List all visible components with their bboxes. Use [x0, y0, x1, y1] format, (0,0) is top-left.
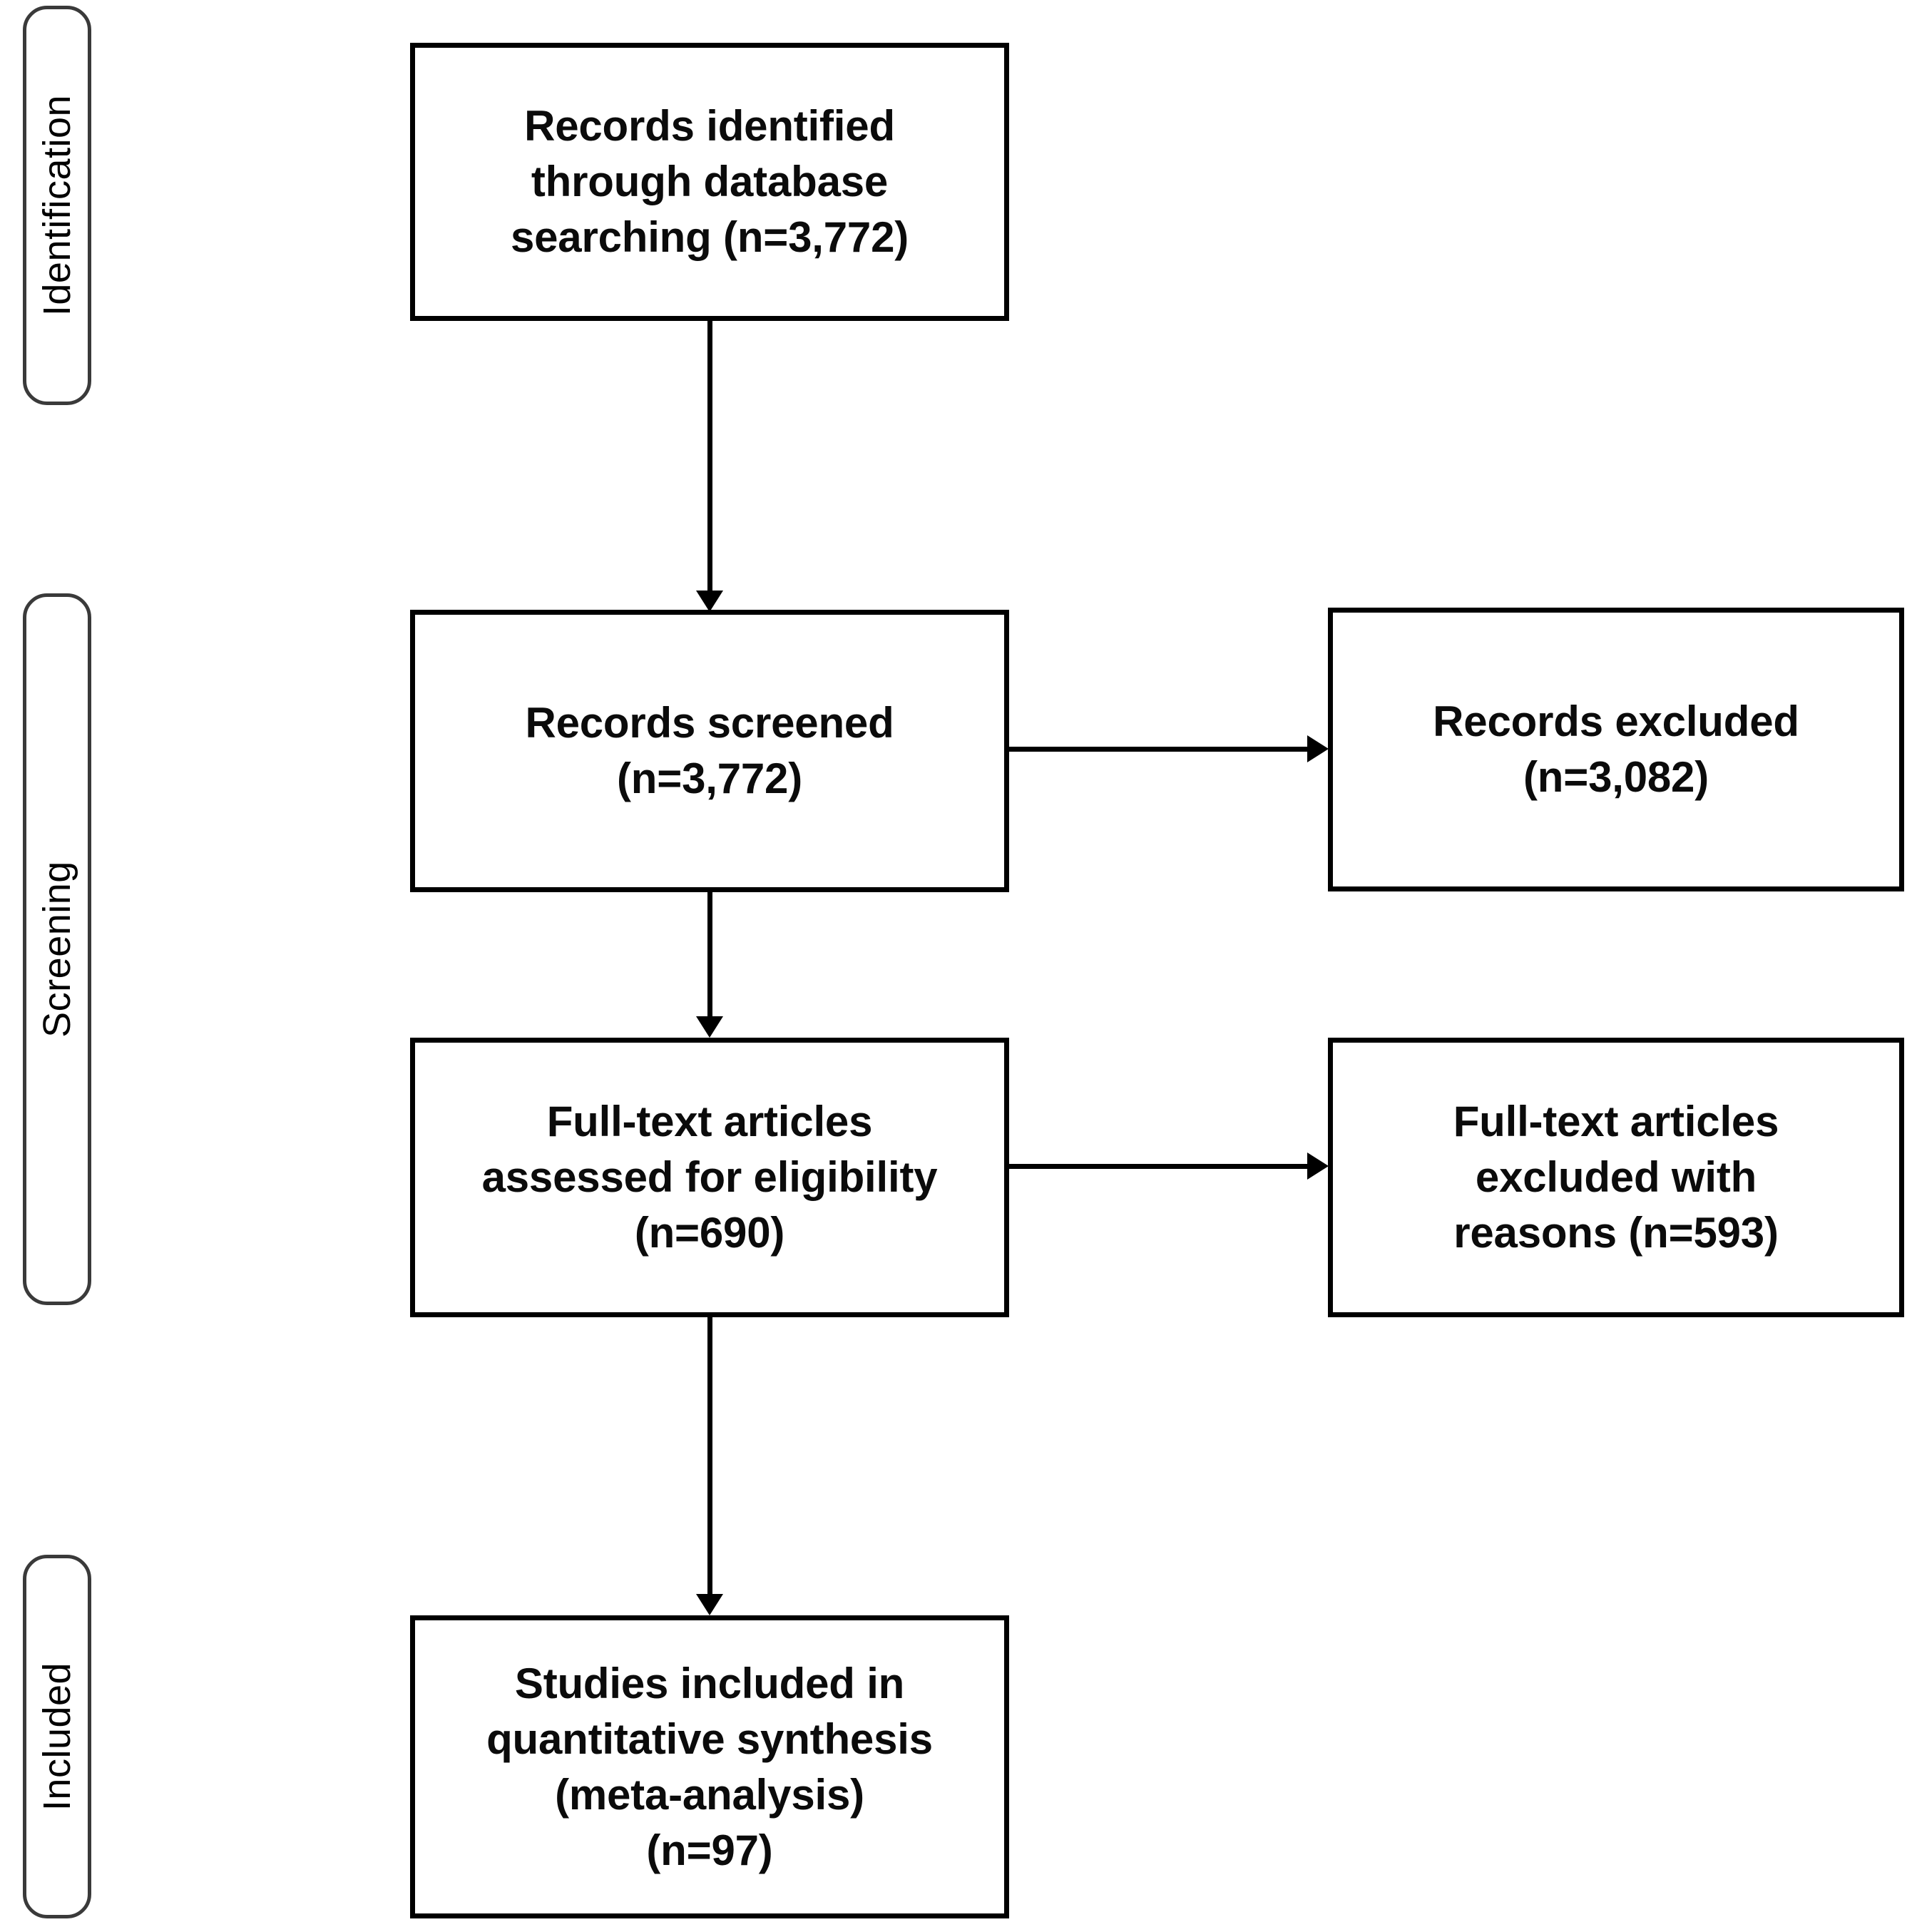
stage-label-screening: Screening	[36, 861, 79, 1038]
box-records-excluded-text: Records excluded (n=3,082)	[1433, 697, 1799, 801]
arrowhead-identified-to-screened	[696, 591, 723, 612]
box-records-screened: Records screened (n=3,772)	[410, 610, 1009, 892]
connector-screened-to-excluded	[1009, 747, 1310, 752]
box-records-identified: Records identified through database sear…	[410, 43, 1009, 321]
arrowhead-fulltext-to-excluded	[1307, 1152, 1329, 1180]
stage-pill-identification: Identification	[23, 6, 91, 405]
box-records-identified-text: Records identified through database sear…	[510, 102, 909, 261]
box-fulltext-assessed-text: Full-text articles assessed for eligibil…	[481, 1098, 938, 1257]
arrowhead-screened-to-excluded	[1307, 735, 1329, 762]
box-records-screened-text: Records screened (n=3,772)	[525, 699, 894, 802]
box-studies-included: Studies included in quantitative synthes…	[410, 1615, 1009, 1918]
box-studies-included-text: Studies included in quantitative synthes…	[486, 1659, 933, 1874]
box-fulltext-excluded: Full-text articles excluded with reasons…	[1328, 1038, 1904, 1317]
connector-screened-to-fulltext	[707, 892, 712, 1018]
connector-identified-to-screened	[707, 321, 712, 593]
connector-fulltext-to-excluded	[1009, 1164, 1310, 1169]
box-fulltext-assessed: Full-text articles assessed for eligibil…	[410, 1038, 1009, 1317]
stage-pill-screening: Screening	[23, 593, 91, 1305]
arrowhead-screened-to-fulltext	[696, 1016, 723, 1038]
stage-label-included: Included	[36, 1662, 79, 1811]
connector-fulltext-to-included	[707, 1317, 712, 1597]
box-fulltext-excluded-text: Full-text articles excluded with reasons…	[1453, 1098, 1779, 1257]
stage-label-identification: Identification	[36, 94, 79, 317]
box-records-excluded: Records excluded (n=3,082)	[1328, 608, 1904, 891]
stage-pill-included: Included	[23, 1555, 91, 1918]
arrowhead-fulltext-to-included	[696, 1594, 723, 1615]
